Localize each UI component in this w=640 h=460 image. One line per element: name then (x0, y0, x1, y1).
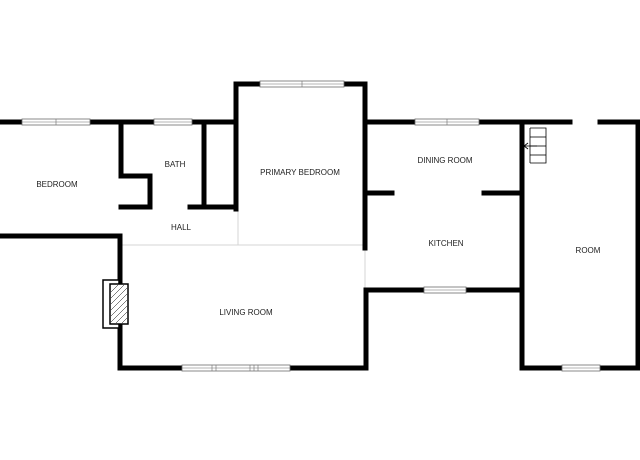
window-bedroom (21, 118, 91, 126)
room-labels: BEDROOM BATH PRIMARY BEDROOM HALL DINING… (36, 156, 600, 317)
label-bedroom: BEDROOM (36, 180, 78, 189)
window-living-room (181, 364, 291, 372)
fireplace-hatch (110, 284, 128, 324)
label-kitchen: KITCHEN (428, 239, 463, 248)
interior-openings (120, 208, 369, 341)
label-primary-bedroom: PRIMARY BEDROOM (260, 168, 340, 177)
walls (0, 81, 640, 371)
window-bath (153, 118, 193, 126)
window-room (561, 364, 601, 372)
stairs (523, 127, 547, 164)
label-room: ROOM (576, 246, 601, 255)
windows (21, 80, 601, 372)
label-dining-room: DINING ROOM (417, 156, 472, 165)
label-living-room: LIVING ROOM (219, 308, 273, 317)
window-kitchen (423, 286, 467, 294)
window-primary-bedroom (259, 80, 345, 88)
window-dining-room (414, 118, 480, 126)
label-bath: BATH (165, 160, 186, 169)
arrow-left-icon (523, 142, 537, 150)
fireplace (102, 279, 129, 329)
label-hall: HALL (171, 223, 192, 232)
